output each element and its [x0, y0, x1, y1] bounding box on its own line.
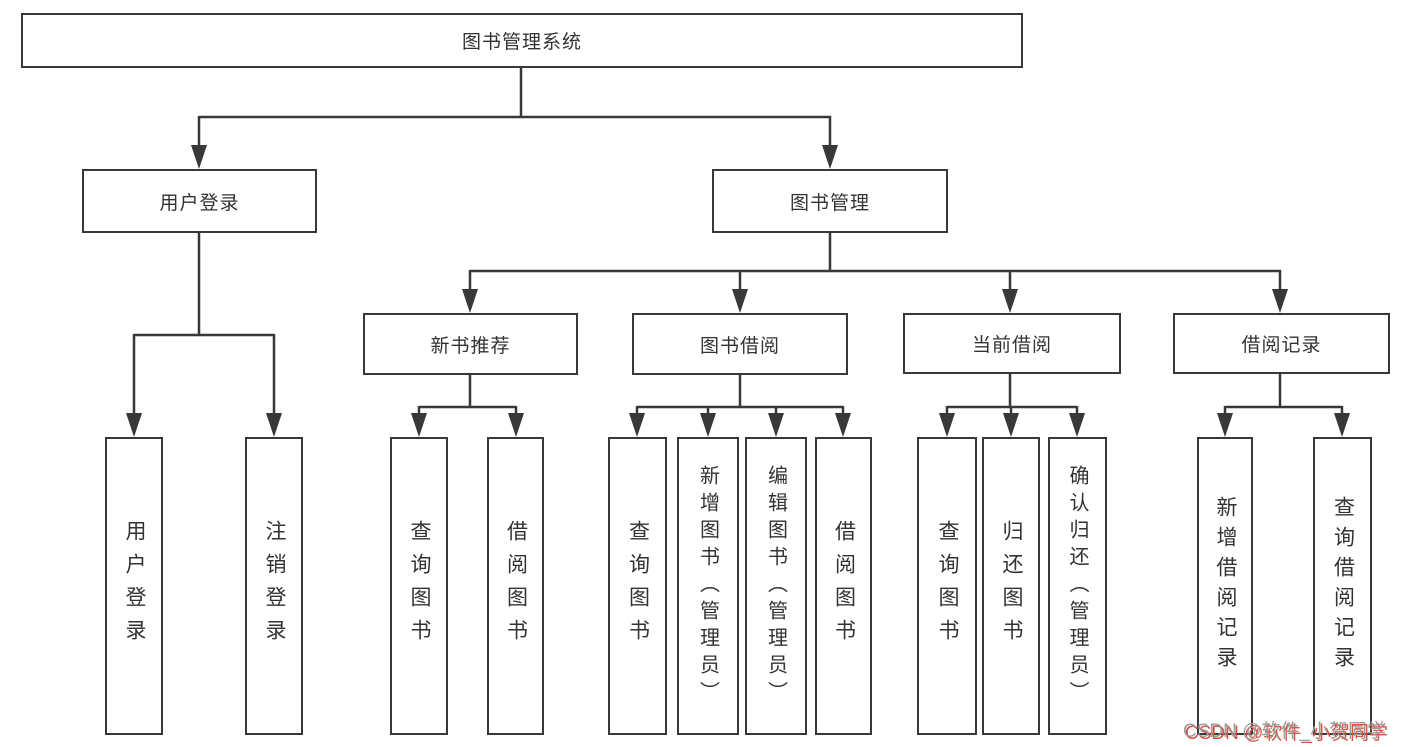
leaf-query-books-current: 查询图书 — [917, 437, 977, 735]
arrowhead-icon — [126, 413, 142, 437]
connector-root-to-level2 — [197, 68, 832, 146]
arrowhead-icon — [1272, 289, 1288, 313]
arrowhead-icon — [768, 413, 784, 437]
leaf-label: 查询图书 — [626, 520, 650, 652]
connector-records-to-leaves — [1223, 374, 1344, 416]
arrowhead-icon — [1003, 413, 1019, 437]
leaf-user-login: 用户登录 — [105, 437, 163, 735]
leaf-borrow-books: 借阅图书 — [815, 437, 872, 735]
arrowhead-icon — [1217, 413, 1233, 437]
arrowhead-icon — [191, 145, 207, 169]
leaf-query-books-recommend: 查询图书 — [390, 437, 448, 735]
arrowhead-icon — [1069, 413, 1085, 437]
arrowhead-icon — [700, 413, 716, 437]
leaf-add-books-admin: 新增图书（管理员） — [677, 437, 739, 735]
leaf-label: 编辑图书（管理员） — [764, 464, 787, 708]
arrowhead-icon — [1002, 289, 1018, 313]
connector-currentborrow-to-leaves — [945, 374, 1079, 416]
leaf-label: 注销登录 — [263, 520, 286, 652]
node-borrowing-records: 借阅记录 — [1173, 313, 1390, 374]
leaf-borrow-books-recommend: 借阅图书 — [487, 437, 544, 735]
arrowhead-icon — [508, 413, 524, 437]
leaf-confirm-return-admin: 确认归还（管理员） — [1048, 437, 1107, 735]
leaf-return-books: 归还图书 — [982, 437, 1040, 735]
leaf-add-borrow-record: 新增借阅记录 — [1197, 437, 1253, 735]
arrowhead-icon — [462, 289, 478, 313]
node-new-book-recommend: 新书推荐 — [363, 313, 578, 375]
connector-bookborrow-to-leaves — [635, 374, 845, 416]
watermark: CSDN @软件_小贺同学 — [1183, 721, 1386, 742]
arrowhead-icon — [266, 413, 282, 437]
node-current-borrowing: 当前借阅 — [903, 313, 1121, 374]
leaf-logout: 注销登录 — [245, 437, 303, 735]
arrowhead-icon — [822, 145, 838, 169]
leaf-label: 借阅图书 — [504, 520, 528, 652]
arrowhead-icon — [835, 413, 851, 437]
connector-userlogin-to-leaves — [132, 232, 276, 416]
leaf-label: 确认归还（管理员） — [1066, 464, 1088, 708]
leaf-label: 借阅图书 — [832, 520, 856, 652]
leaf-label: 用户登录 — [123, 520, 146, 652]
arrowhead-icon — [411, 413, 427, 437]
leaf-edit-books-admin: 编辑图书（管理员） — [745, 437, 807, 735]
node-book-borrowing: 图书借阅 — [632, 313, 848, 375]
node-user-login: 用户登录 — [82, 169, 317, 233]
leaf-query-borrow-record: 查询借阅记录 — [1313, 437, 1372, 735]
leaf-label: 查询图书 — [408, 520, 431, 652]
arrowhead-icon — [939, 413, 955, 437]
connector-bookmgmt-to-level3 — [468, 232, 1282, 292]
arrowhead-icon — [732, 289, 748, 313]
node-root-library-system: 图书管理系统 — [21, 13, 1023, 68]
leaf-label: 新增图书（管理员） — [696, 464, 719, 708]
leaf-query-books-borrow: 查询图书 — [608, 437, 667, 735]
node-book-management: 图书管理 — [712, 169, 948, 233]
arrowhead-icon — [629, 413, 645, 437]
connector-newbook-to-leaves — [417, 374, 518, 416]
leaf-label: 查询图书 — [936, 520, 959, 652]
leaf-label: 归还图书 — [1000, 520, 1023, 652]
leaf-label: 新增借阅记录 — [1214, 496, 1237, 676]
arrowhead-icon — [1334, 413, 1350, 437]
leaf-label: 查询借阅记录 — [1331, 496, 1355, 676]
